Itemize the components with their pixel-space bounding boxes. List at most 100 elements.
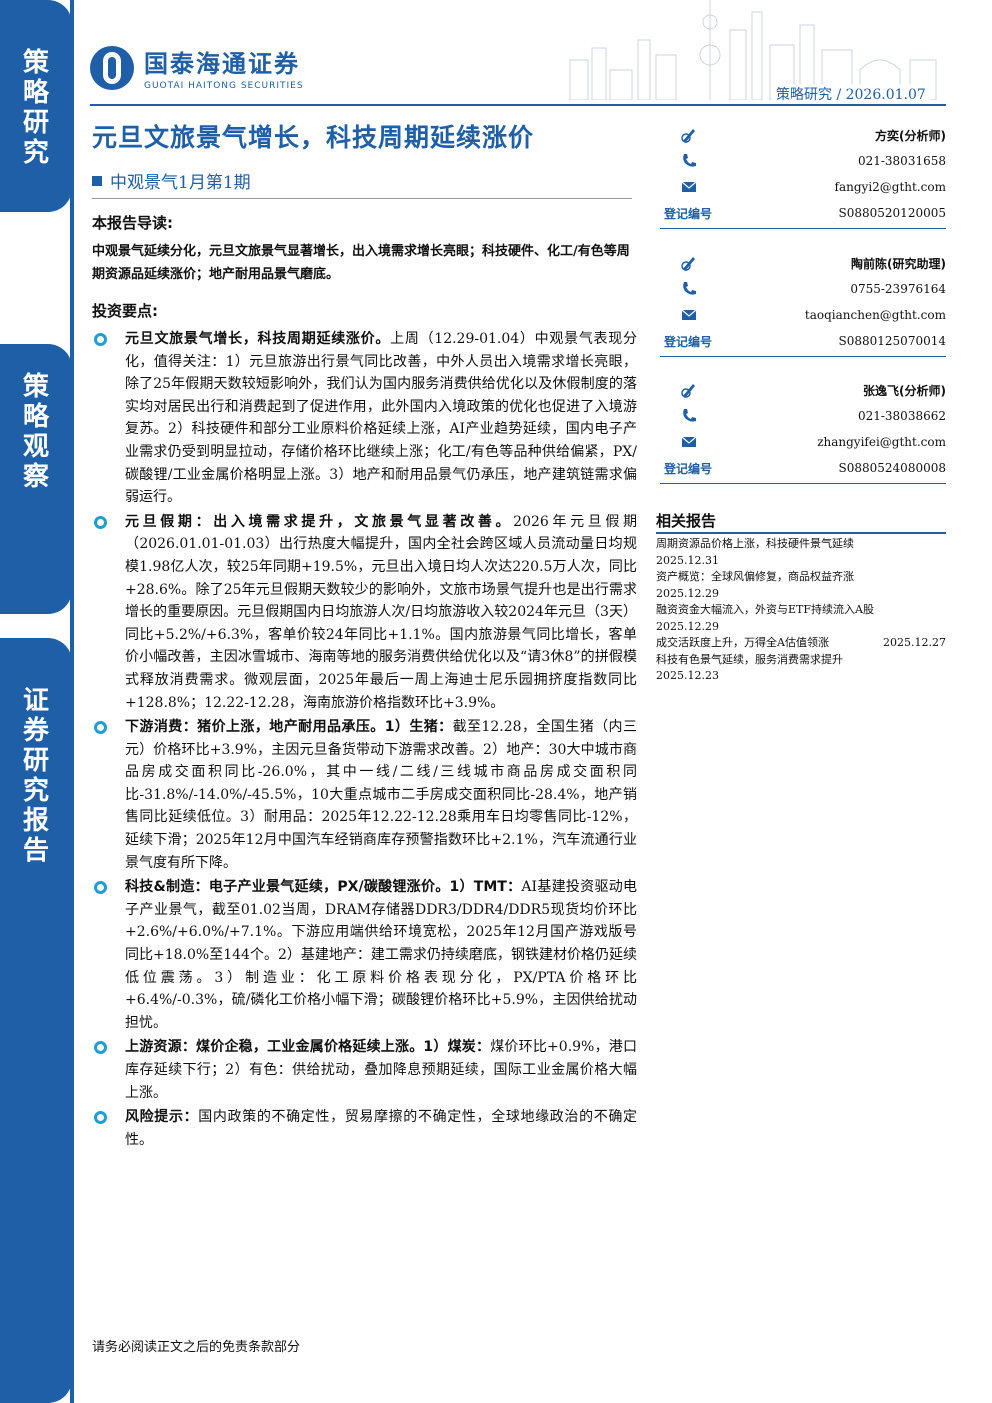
guide-body: 中观景气延续分化，元旦文旅景气显著增长，出入境需求增长亮眼；科技硬件、化工/有色…: [92, 244, 630, 282]
related-report-item[interactable]: 成交活跃度上升，万得全A估值领涨 2025.12.27: [656, 635, 946, 652]
related-report-title[interactable]: 资产概览：全球风偏修复，商品权益齐涨: [656, 570, 854, 583]
analyst-email-row: zhangyifei@gtht.com: [660, 429, 946, 455]
report-subtitle-text: 中观景气1月第1期: [110, 173, 251, 193]
point-head: 上游资源：煤价企稳，工业金属价格延续上涨。1）煤炭：: [125, 1039, 491, 1056]
point-body: 国内政策的不确定性，贸易摩擦的不确定性，全球地缘政治的不确定性。: [125, 1109, 638, 1148]
analyst-email[interactable]: taoqianchen@gtht.com: [804, 308, 946, 322]
analyst-reg-row: 登记编号 S0880125070014: [660, 328, 946, 354]
investment-point: 下游消费：猪价上涨，地产耐用品承压。1）生猪：截至12.28，全国生猪（内三元）…: [92, 716, 637, 874]
related-report-item[interactable]: 融资资金大幅流入，外资与ETF持续流入A股 2025.12.29: [656, 602, 946, 635]
sidebar-label: 策略观察: [22, 372, 49, 492]
related-report-item[interactable]: 周期资源品价格上涨，科技硬件景气延续 2025.12.31: [656, 536, 946, 569]
point-body: 煤价环比+0.9%，港口库存延续下行；2）有色：供给扰动，叠加降息预期延续，国际…: [125, 1039, 637, 1101]
header-category-date: 策略研究 / 2026.01.07: [772, 84, 930, 104]
investment-point: 科技&制造：电子产业景气延续，PX/碳酸锂涨价。1）TMT：AI基建投资驱动电子…: [92, 876, 637, 1034]
reg-label: 登记编号: [664, 461, 713, 476]
sidebar-label: 策略研究: [22, 48, 49, 168]
related-report-date: 2025.12.29: [656, 619, 719, 633]
analyst-email[interactable]: fangyi2@gtht.com: [834, 180, 946, 194]
phone-icon: [683, 409, 696, 422]
company-logo: 国泰海通证券 GUOTAI HAITONG SECURITIES: [90, 44, 304, 91]
circle-bullet-icon: [94, 881, 107, 895]
sidebar-rule: [70, 0, 74, 1403]
related-report-title[interactable]: 成交活跃度上升，万得全A估值领涨: [656, 636, 829, 649]
point-head: 风险提示：: [125, 1109, 199, 1126]
point-head: 下游消费：猪价上涨，地产耐用品承压。1）生猪：: [125, 719, 453, 736]
pen-icon: [681, 384, 695, 398]
skyline-illustration: [569, 0, 937, 100]
point-body: 上周（12.29-01.04）中观景气表现分化，值得关注：1）元旦旅游出行景气同…: [125, 331, 638, 506]
analyst-phone-row: 0755-23976164: [660, 276, 946, 302]
point-head: 元旦假期：出入境需求提升，文旅景气显著改善。: [125, 513, 514, 530]
analyst-phone: 021-38031658: [857, 154, 946, 168]
related-reports-rule: [656, 532, 946, 534]
investment-point: 元旦假期：出入境需求提升，文旅景气显著改善。2026年元旦假期（2026.01.…: [92, 511, 637, 714]
related-report-item[interactable]: 资产概览：全球风偏修复，商品权益齐涨 2025.12.29: [656, 569, 946, 602]
related-reports-heading: 相关报告: [656, 512, 717, 530]
analyst-card: 陶前陈(研究助理) 0755-23976164 taoqianchen@gtht…: [660, 250, 946, 357]
related-report-title[interactable]: 周期资源品价格上涨，科技硬件景气延续: [656, 537, 854, 550]
analyst-card: 方奕(分析师) 021-38031658 fangyi2@gtht.com 登记…: [660, 122, 946, 229]
analyst-email[interactable]: zhangyifei@gtht.com: [817, 435, 946, 449]
logo-name-cn: 国泰海通证券: [144, 50, 300, 78]
analyst-name-row: 方奕(分析师): [660, 122, 946, 148]
square-bullet-icon: [92, 175, 102, 186]
mail-icon: [681, 436, 697, 447]
analyst-reg-number: S0880125070014: [838, 334, 946, 348]
logo-name-en: GUOTAI HAITONG SECURITIES: [144, 81, 304, 91]
analyst-phone: 021-38038662: [857, 409, 946, 423]
related-report-date: 2025.12.29: [656, 586, 719, 600]
related-reports-list: 周期资源品价格上涨，科技硬件景气延续 2025.12.31 资产概览：全球风偏修…: [656, 536, 946, 685]
point-body: 2026年元旦假期（2026.01.01-01.03）出行热度大幅提升，国内全社…: [125, 513, 637, 711]
phone-icon: [683, 282, 696, 295]
analyst-name-row: 张逸飞(分析师): [660, 377, 946, 403]
circle-bullet-icon: [94, 1041, 107, 1055]
report-subtitle: 中观景气1月第1期: [92, 168, 251, 193]
title-rule: [92, 198, 632, 199]
circle-bullet-icon: [94, 1111, 107, 1125]
investment-point: 元旦文旅景气增长，科技周期延续涨价。上周（12.29-01.04）中观景气表现分…: [92, 328, 637, 509]
analyst-rule: [660, 483, 946, 484]
analyst-rule: [660, 356, 946, 357]
analyst-rule: [660, 228, 946, 229]
analyst-name: 陶前陈(研究助理): [851, 256, 946, 271]
guide-heading: 本报告导读:: [92, 214, 173, 232]
related-report-date: 2025.12.31: [656, 553, 719, 567]
pen-icon: [681, 129, 695, 143]
reg-label: 登记编号: [664, 206, 713, 221]
reg-label: 登记编号: [664, 334, 713, 349]
pen-icon: [681, 257, 695, 271]
analyst-reg-number: S0880524080008: [838, 461, 946, 475]
circle-bullet-icon: [94, 721, 107, 735]
sidebar-section-strategy-research: 策略研究: [0, 0, 72, 212]
disclaimer-footer: 请务必阅读正文之后的免责条款部分: [92, 1340, 301, 1355]
investment-point: 风险提示：国内政策的不确定性，贸易摩擦的不确定性，全球地缘政治的不确定性。: [92, 1106, 637, 1151]
analyst-card: 张逸飞(分析师) 021-38038662 zhangyifei@gtht.co…: [660, 377, 946, 484]
analyst-phone: 0755-23976164: [850, 282, 946, 296]
related-report-date: 2025.12.23: [656, 669, 719, 682]
investment-point: 上游资源：煤价企稳，工业金属价格延续上涨。1）煤炭：煤价环比+0.9%，港口库存…: [92, 1036, 637, 1104]
sidebar-label: 证券研究报告: [22, 686, 49, 866]
related-report-date: 2025.12.27: [883, 636, 946, 649]
report-title: 元旦文旅景气增长，科技周期延续涨价: [92, 123, 535, 152]
related-report-title[interactable]: 融资资金大幅流入，外资与ETF持续流入A股: [656, 603, 874, 616]
logo-mark-icon: [90, 45, 134, 90]
investment-heading: 投资要点:: [92, 302, 158, 320]
analyst-email-row: fangyi2@gtht.com: [660, 174, 946, 200]
investment-points: 元旦文旅景气增长，科技周期延续涨价。上周（12.29-01.04）中观景气表现分…: [92, 328, 637, 1151]
analyst-name-row: 陶前陈(研究助理): [660, 250, 946, 276]
mail-icon: [681, 309, 697, 320]
point-body: 截至12.28，全国生猪（内三元）价格环比+3.9%，主因元旦备货带动下游需求改…: [125, 719, 637, 871]
analyst-reg-row: 登记编号 S0880520120005: [660, 200, 946, 226]
point-body: AI基建投资驱动电子产业景气，截至01.02当周，DRAM存储器DDR3/DDR…: [125, 879, 637, 1031]
circle-bullet-icon: [94, 333, 107, 346]
analyst-reg-row: 登记编号 S0880524080008: [660, 455, 946, 481]
point-head: 科技&制造：电子产业景气延续，PX/碳酸锂涨价。1）TMT：: [125, 879, 522, 896]
analyst-name: 方奕(分析师): [875, 128, 946, 143]
analyst-name: 张逸飞(分析师): [863, 383, 946, 398]
point-head: 元旦文旅景气增长，科技周期延续涨价。: [125, 331, 391, 347]
analyst-phone-row: 021-38038662: [660, 403, 946, 429]
analyst-phone-row: 021-38031658: [660, 148, 946, 174]
related-report-item[interactable]: 科技有色景气延续，服务消费需求提升 2025.12.23: [656, 652, 946, 685]
related-report-title[interactable]: 科技有色景气延续，服务消费需求提升: [656, 652, 843, 666]
